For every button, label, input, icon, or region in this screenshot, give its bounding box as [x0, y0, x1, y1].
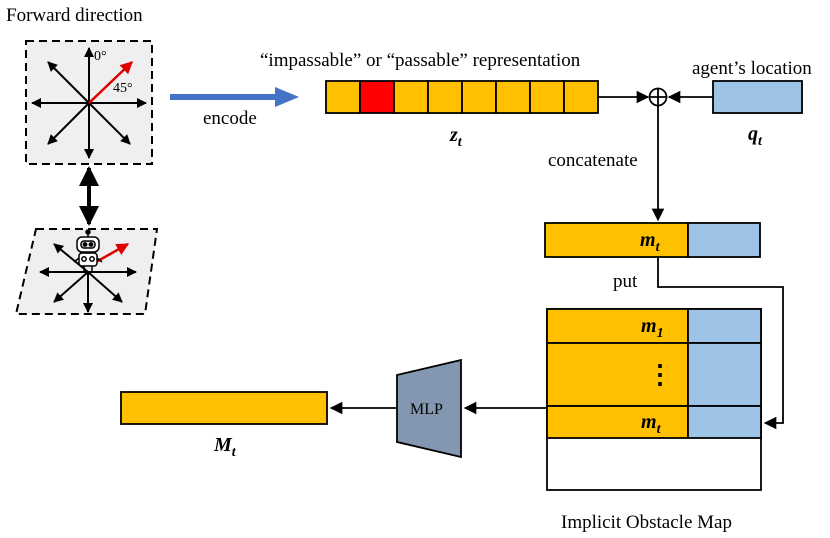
encode-arrow [170, 87, 299, 107]
robot-icon [73, 229, 103, 271]
m-t-row-label: mt [641, 411, 662, 437]
encoding-cell-passable [427, 80, 463, 114]
encoding-cell-impassable [359, 80, 395, 114]
concat-symbol [648, 87, 668, 107]
z-sub: t [458, 135, 463, 150]
encoding-cell-passable [325, 80, 361, 114]
map-ellipsis: ⋮ [647, 360, 673, 389]
concatenate-label: concatenate [548, 150, 638, 171]
mt-row-var: m [641, 411, 657, 433]
m-var: m [640, 229, 656, 251]
direction-panel: 0° 45° [25, 40, 153, 165]
M-var: M [213, 434, 233, 456]
agent-panel [14, 228, 159, 315]
forward-direction-label: Forward direction [6, 5, 143, 26]
direction-arrows [31, 47, 147, 159]
m-1-label: m1 [641, 315, 664, 341]
encode-label: encode [203, 108, 257, 129]
representation-label: “impassable” or “passable” representatio… [260, 50, 581, 71]
angle-45-label: 45° [113, 81, 133, 96]
put-connector [657, 257, 784, 430]
M-t-box [120, 391, 328, 425]
agent-heading-arrow [95, 242, 130, 264]
q-var: q [748, 123, 758, 145]
M-t-label: Mt [213, 434, 237, 460]
q-sub: t [758, 134, 763, 149]
mlp-block [396, 358, 462, 459]
z-t-label: zt [449, 124, 463, 150]
implicit-obstacle-map [546, 308, 762, 491]
encoding-cell-passable [495, 80, 531, 114]
z-var: z [449, 124, 458, 146]
mt-row-sub: t [657, 422, 662, 437]
agent-direction-arrows [39, 243, 137, 313]
angle-zero-label: 0° [94, 49, 107, 64]
encoding-cell-passable [461, 80, 497, 114]
encoding-cell-passable [393, 80, 429, 114]
m1-sub: 1 [657, 326, 664, 341]
encoding-vector [325, 80, 599, 114]
implicit-obstacle-map-label: Implicit Obstacle Map [561, 512, 732, 533]
encoding-cell-passable [529, 80, 565, 114]
q-t-label: qt [748, 123, 763, 149]
mlp-label: MLP [410, 401, 443, 418]
q-t-box [712, 80, 803, 114]
m-t-label: mt [640, 229, 661, 255]
put-label: put [613, 271, 638, 292]
encoding-cell-passable [563, 80, 599, 114]
m1-var: m [641, 315, 657, 337]
agent-location-label: agent’s location [692, 58, 812, 79]
M-sub: t [232, 445, 237, 460]
heading-arrow [88, 61, 133, 104]
m-sub: t [656, 240, 661, 255]
mt-vector [544, 222, 761, 258]
